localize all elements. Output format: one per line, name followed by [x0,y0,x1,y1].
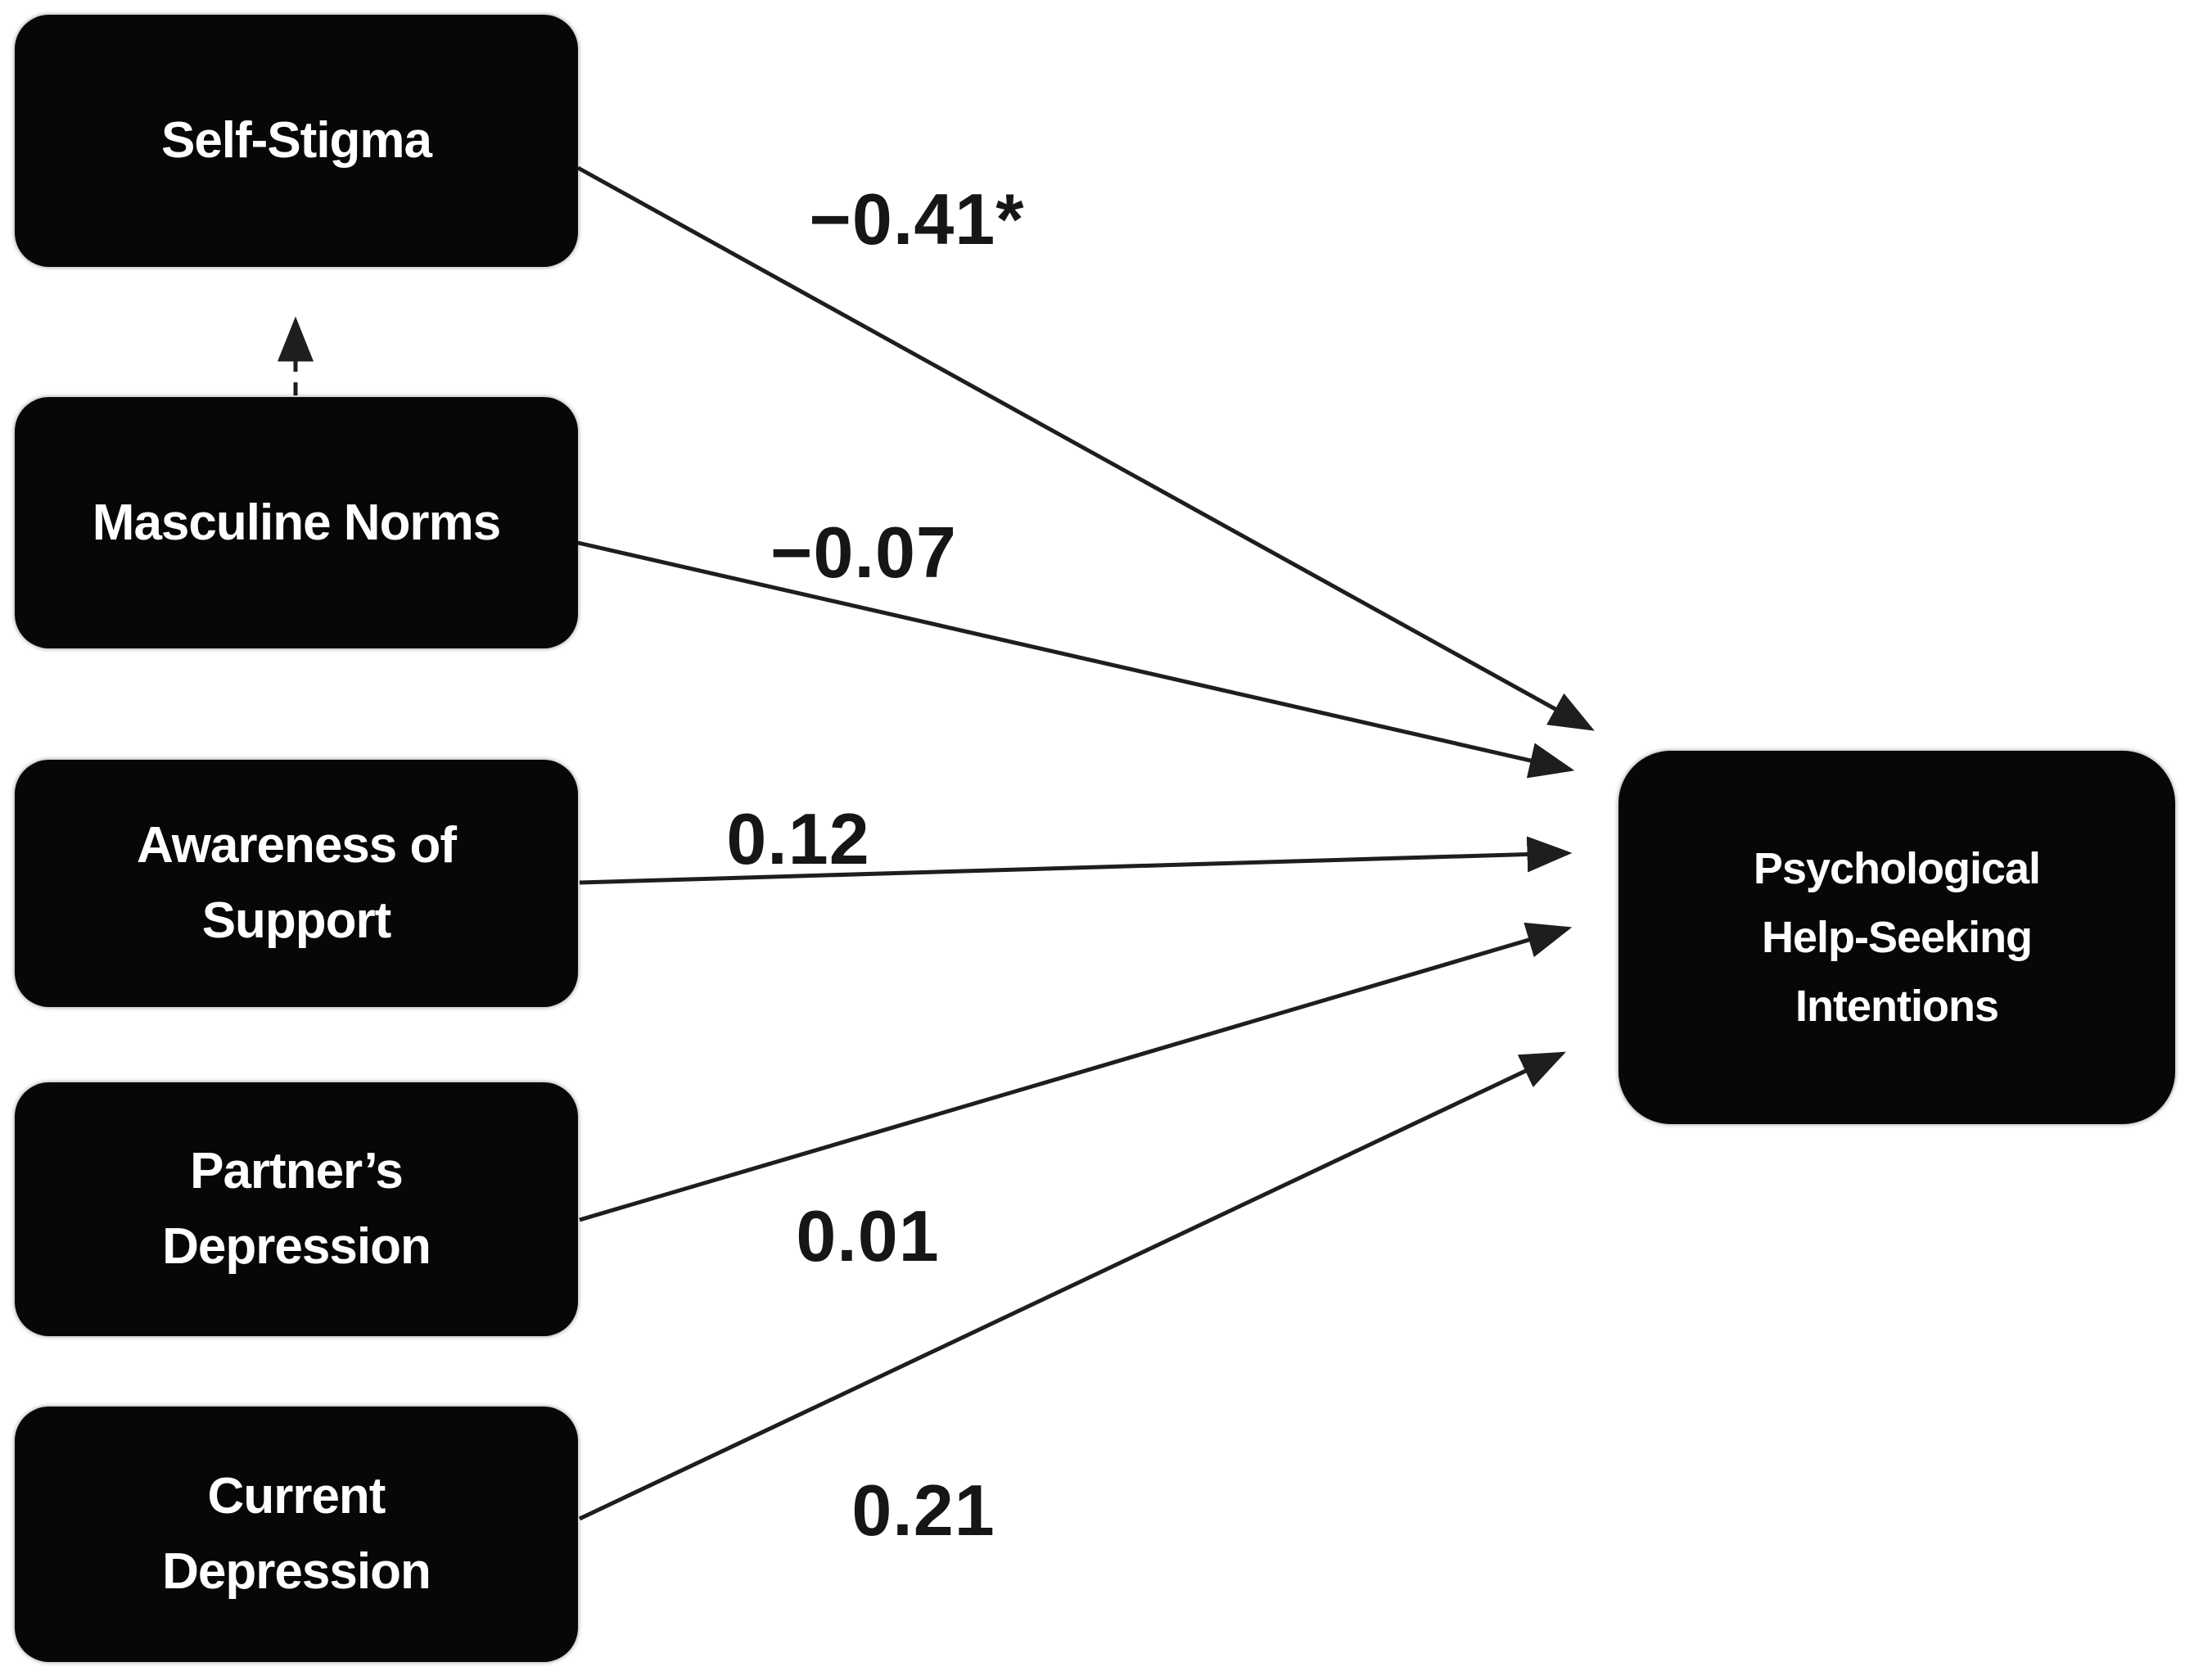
node-partners-depression: Partner’s Depression [15,1082,578,1336]
path-coefficient-masculine-norms: −0.07 [770,512,957,593]
node-label-line: Psychological [1753,844,2041,893]
node-psychological-help-seeking-intentions: Psychological Help-Seeking Intentions [1618,751,2175,1124]
node-label-line: Current [207,1468,386,1524]
arrow-self-stigma-to-outcome [576,165,1595,731]
path-coefficient-partners-depression: 0.01 [796,1195,940,1276]
node-label-line: Support [201,892,392,949]
node-self-stigma: Self-Stigma [15,15,578,267]
arrow-masculine-norms-to-outcome [577,540,1575,779]
path-coefficient-current-depression: 0.21 [851,1470,995,1551]
arrow-partners-depression-to-outcome [579,922,1573,1222]
node-label-line: Partner’s [190,1143,404,1199]
node-label-line: Self-Stigma [160,112,432,169]
node-awareness-of-support: Awareness of Support [15,760,578,1007]
path-coefficient-awareness-of-support: 0.12 [726,798,870,879]
node-masculine-norms: Masculine Norms [15,397,578,648]
path-coefficient-self-stigma: −0.41* [809,178,1025,260]
node-label-line: Intentions [1795,982,1999,1031]
node-label-line: Depression [162,1218,431,1275]
node-label-line: Help-Seeking [1761,913,2033,962]
arrow-current-depression-to-outcome [578,1051,1566,1521]
arrow-awareness-of-support-to-outcome [579,836,1573,885]
node-current-depression: Current Depression [15,1407,578,1662]
node-label-line: Depression [162,1543,431,1600]
node-label-line: Masculine Norms [92,494,501,551]
node-label-line: Awareness of [136,817,457,874]
